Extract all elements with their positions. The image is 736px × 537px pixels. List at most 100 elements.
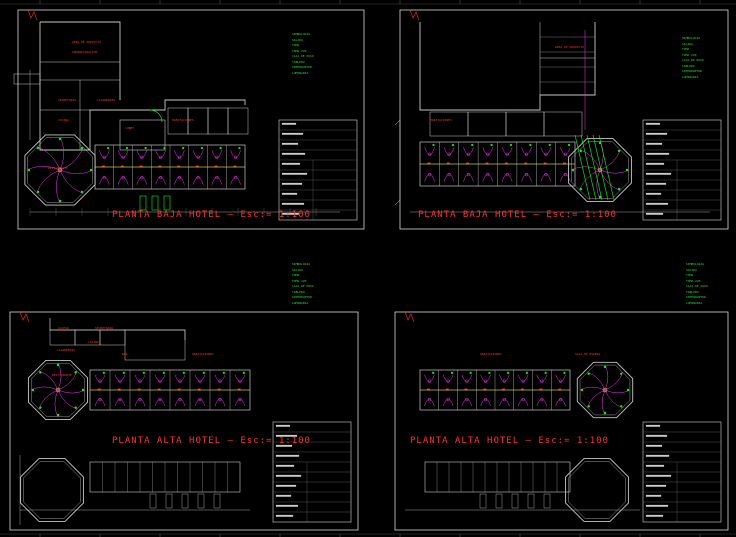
title-block-text [645,172,672,175]
plan-planta-baja-2 [394,22,710,213]
revision-mark [27,9,38,21]
wiring-run [155,150,166,158]
wiring-run [424,147,435,155]
wiring-run [536,374,548,382]
switch-mark [568,144,571,146]
switch-mark [507,371,510,374]
radial-wiring [59,146,84,171]
light-fixture [505,152,509,156]
switch-mark [510,144,512,146]
title-block-text [645,162,665,165]
title-block-text [645,132,668,135]
light-fixture [215,175,219,180]
legend-item: SIMBOLOGIA [686,262,705,266]
fixture-dot [587,405,590,408]
room-label: ADMINISTRACION [72,50,98,54]
light-fixture [465,379,469,383]
switch-mark [432,144,435,146]
entrance-canopy [13,73,41,85]
light-fixture [558,397,563,402]
light-fixture [524,152,529,156]
light-fixture [118,397,122,402]
fixture-dot [587,372,590,375]
wiring-run [194,398,206,407]
fixture-dot [603,365,607,369]
outlet-mark [195,165,199,168]
legend-item: TOMA [292,43,300,47]
outlet-mark [427,388,430,391]
light-fixture [158,397,162,402]
light-fixture [121,155,125,159]
wiring-run [174,374,186,382]
fixture-dot [80,146,84,150]
light-fixture [138,379,142,383]
wiring-run [114,398,126,407]
room-label: RESTAURANTE [52,373,72,377]
lower-unit [149,493,157,509]
outlet-mark [485,162,489,165]
outlet-mark [97,388,101,391]
light-fixture [521,397,525,402]
wiring-run [442,374,454,382]
switch-mark [450,371,453,374]
fixture-dot [579,149,583,153]
wiring-run [117,150,129,158]
title-block-text [281,192,298,195]
revision-mark [409,9,420,21]
wiring-run [234,374,246,382]
light-fixture [486,172,490,177]
legend-item: TABLERO [292,59,305,64]
wiring-run [154,398,166,407]
legend-item: CAJA DE PASO [292,54,314,58]
sheet-3 [9,311,359,531]
wiring-run [136,176,148,185]
switch-mark [432,371,435,374]
room-label: COCINA [58,118,69,122]
central-panel [597,167,603,173]
switch-mark [144,147,147,149]
legend-item: TOMA 220 [292,278,307,283]
octagonal-room-inner [579,364,631,416]
light-fixture [177,155,182,159]
wiring-run [463,147,474,155]
octagonal-room [576,361,634,419]
title-block-text [281,212,300,215]
light-fixture [558,379,563,383]
room-label: HABITACIONES [192,352,214,356]
wiring-run [499,374,510,382]
light-fixture [483,379,488,383]
room-label: ACCESO [58,326,69,330]
sheet-2 [399,9,729,230]
fixture-dot [620,372,623,375]
legend-item: LUMINARIA [686,300,703,305]
fixture-dot [626,388,630,392]
sheet-frame [17,9,365,230]
light-fixture [544,172,548,177]
light-fixture [483,397,488,402]
light-fixture [502,397,507,402]
fixture-dot [580,388,584,392]
outlet-mark [237,388,241,391]
wiring-run [461,398,473,407]
switch-mark [544,371,547,374]
octagonal-room-inner [571,141,629,199]
fixture-dot [39,371,42,374]
light-fixture [446,379,450,383]
switch-mark [142,371,145,374]
title-block-text [645,152,670,155]
light-fixture [486,152,490,156]
title-block-text [275,484,297,487]
light-fixture [215,155,219,159]
outlet-mark [563,162,566,165]
switch-mark [488,371,491,374]
fixture-dot [31,388,35,392]
light-fixture [427,397,432,402]
light-fixture [102,175,107,180]
outlet-mark [158,165,162,168]
wiring-run [114,374,126,382]
room-upper [467,111,507,137]
title-block-text [281,202,305,205]
central-panel [55,387,61,393]
outlet-mark [543,162,547,165]
